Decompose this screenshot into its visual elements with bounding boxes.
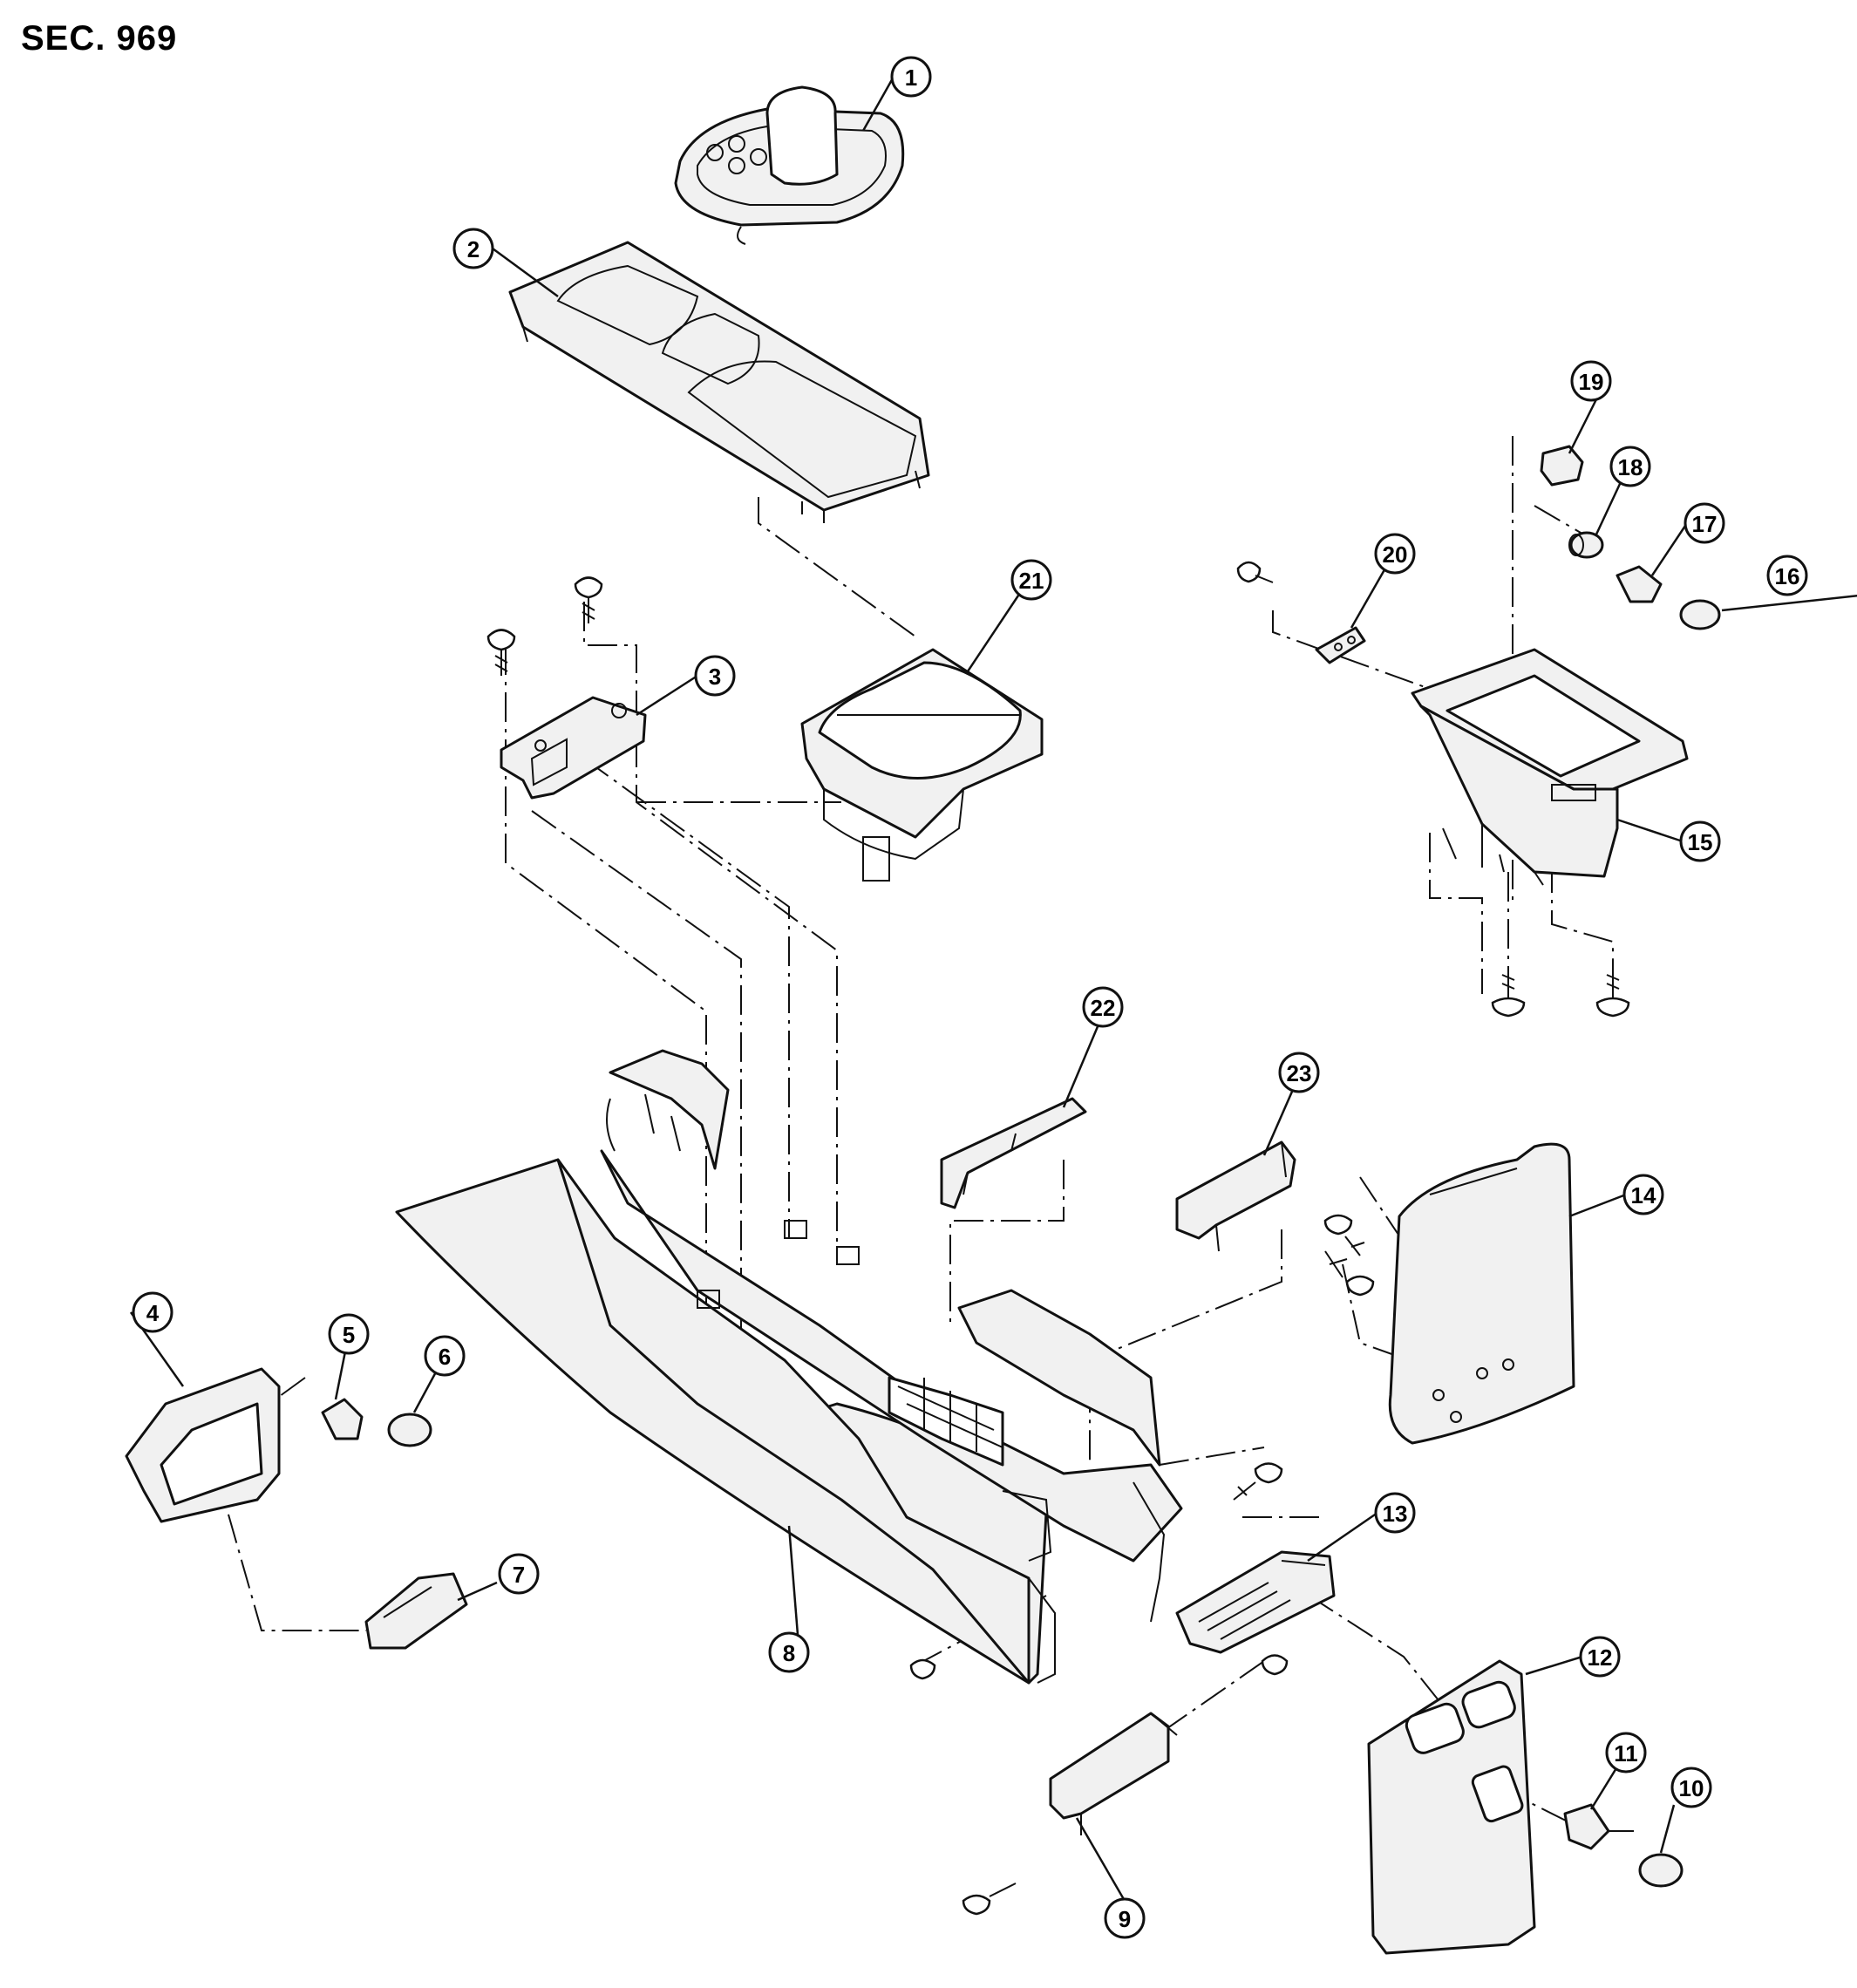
screws-console: [909, 1214, 1375, 1680]
part-12-rear-finisher: [1367, 1659, 1536, 1955]
callout-4-label: 4: [146, 1300, 160, 1326]
section-label: SEC. 969: [21, 19, 178, 58]
part-8-console-body: [395, 1049, 1183, 1685]
callout-9-label: 9: [1119, 1906, 1131, 1932]
screw-part-20: [1236, 561, 1274, 583]
part-3-switch-bracket: [500, 696, 647, 800]
part-19-clip: [1540, 445, 1584, 487]
callout-19-label: 19: [1579, 369, 1604, 395]
callout-9: 9: [1104, 1897, 1146, 1939]
callout-2-label: 2: [467, 236, 480, 262]
callout-17: 17: [1684, 502, 1725, 544]
part-10-cap: [1638, 1853, 1684, 1888]
leader-lines: [129, 76, 1857, 1902]
callout-13: 13: [1374, 1492, 1416, 1534]
callout-15: 15: [1679, 820, 1721, 862]
callout-11: 11: [1605, 1732, 1647, 1774]
callout-3: 3: [694, 655, 736, 697]
part-7-tray: [364, 1572, 468, 1650]
callout-21: 21: [1010, 559, 1052, 601]
callout-5: 5: [328, 1313, 370, 1355]
callout-2: 2: [452, 228, 494, 269]
callout-7-label: 7: [513, 1562, 525, 1588]
callout-8: 8: [768, 1631, 810, 1673]
callout-11-label: 11: [1614, 1740, 1638, 1767]
part-23-bracket: [1175, 1140, 1296, 1252]
screws-part-3: [486, 576, 603, 676]
part-20-bracket: [1315, 626, 1366, 664]
callout-1-label: 1: [905, 65, 917, 91]
callout-15-label: 15: [1688, 829, 1713, 855]
callout-14-label: 14: [1631, 1182, 1656, 1208]
callout-16: 16: [1766, 555, 1808, 596]
callout-8-label: 8: [783, 1640, 795, 1666]
part-2-console-finisher: [508, 241, 930, 523]
part-18-ring: [1568, 531, 1604, 559]
callout-23: 23: [1278, 1052, 1320, 1093]
callout-14: 14: [1622, 1174, 1664, 1215]
callout-6: 6: [424, 1335, 466, 1377]
part-15-console-box-frame: [1411, 648, 1689, 886]
part-21-cup-holder: [800, 648, 1044, 882]
callout-22-label: 22: [1091, 995, 1116, 1021]
part-4-front-pocket: [125, 1367, 281, 1523]
callout-23-label: 23: [1287, 1060, 1312, 1086]
callout-22: 22: [1082, 986, 1124, 1028]
callout-5-label: 5: [343, 1322, 355, 1348]
callout-13-label: 13: [1383, 1501, 1408, 1527]
callout-10-label: 10: [1679, 1775, 1704, 1801]
part-11-socket: [1563, 1803, 1610, 1850]
callout-21-label: 21: [1019, 568, 1044, 594]
callout-12: 12: [1579, 1636, 1621, 1678]
callout-20: 20: [1374, 533, 1416, 575]
callout-6-label: 6: [439, 1344, 451, 1370]
callout-4: 4: [132, 1291, 173, 1333]
part-9-bracket: [1049, 1712, 1178, 1835]
callout-18: 18: [1609, 446, 1651, 487]
part-1-shift-finisher: [674, 85, 905, 245]
part-14-armrest-lid: [1388, 1142, 1575, 1445]
screws-part-9: [962, 1654, 1289, 1916]
callout-12-label: 12: [1588, 1644, 1613, 1671]
callout-17-label: 17: [1692, 511, 1718, 537]
callout-1: 1: [890, 56, 932, 98]
callout-19: 19: [1570, 360, 1612, 402]
part-6-cap: [387, 1413, 432, 1447]
part-5-socket: [321, 1398, 364, 1440]
callout-7: 7: [498, 1553, 540, 1595]
callout-10: 10: [1670, 1767, 1712, 1808]
callout-20-label: 20: [1383, 541, 1408, 568]
part-16-cap: [1679, 599, 1721, 630]
part-13-rear-vent: [1175, 1550, 1336, 1654]
part-17-socket: [1616, 565, 1663, 603]
callout-3-label: 3: [709, 664, 721, 690]
screws-part-15: [1491, 968, 1630, 1018]
part-22-bracket: [940, 1097, 1087, 1209]
callout-18-label: 18: [1618, 454, 1643, 480]
callout-16-label: 16: [1775, 563, 1800, 589]
